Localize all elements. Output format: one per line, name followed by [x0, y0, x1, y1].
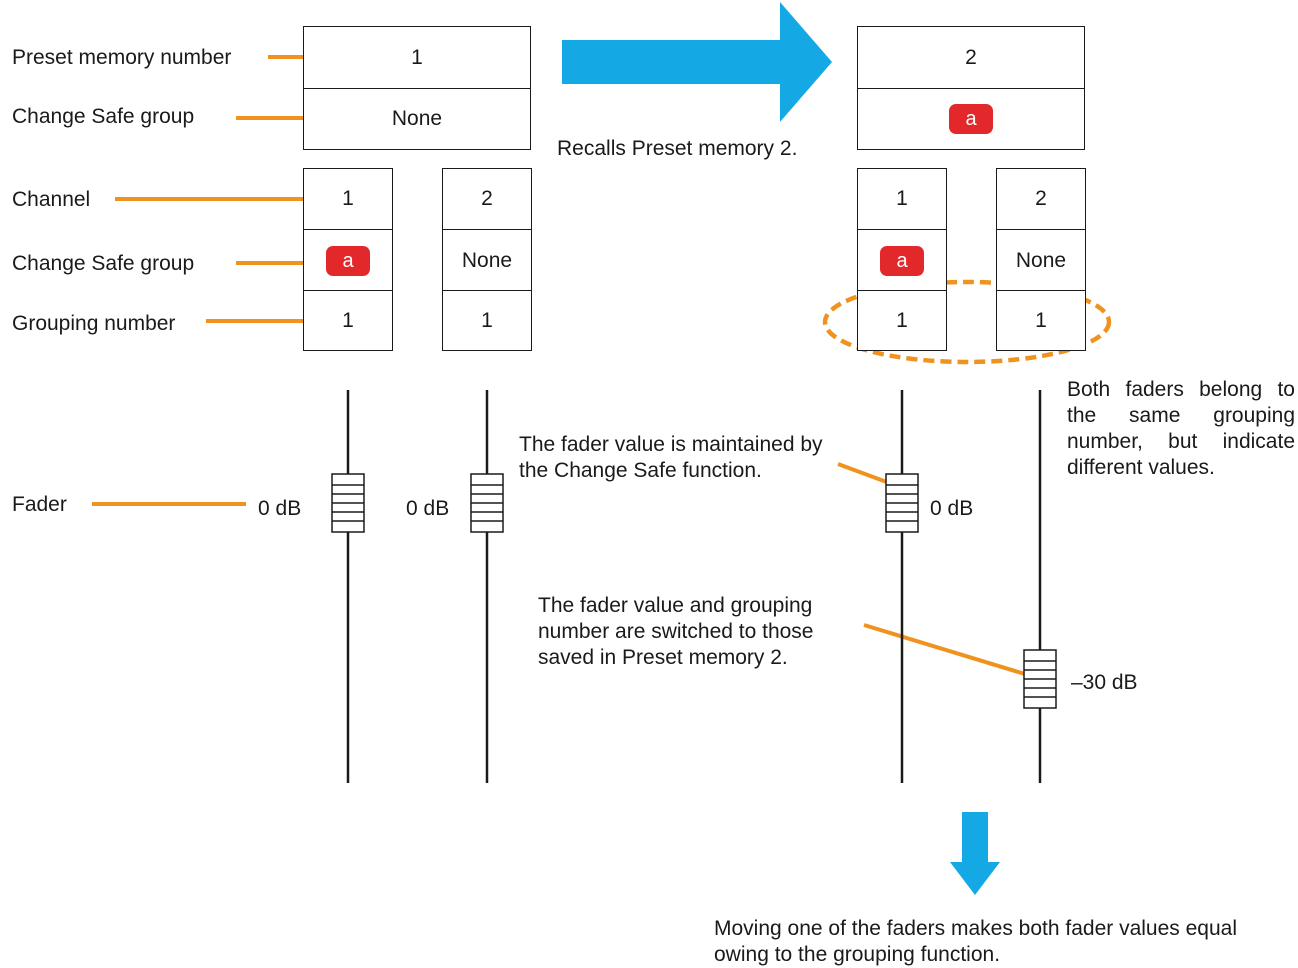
channel-number: 1: [858, 169, 946, 229]
label-grouping-number: Grouping number: [12, 312, 176, 335]
preset-change-safe-after: a: [858, 88, 1084, 149]
change-safe-value: None: [1015, 248, 1067, 272]
channel-number-value: 1: [896, 187, 908, 210]
leader-switched: [863, 623, 1029, 677]
annotation-switched: The fader value and grouping number are …: [538, 594, 814, 669]
fader-knob-after-2: [1023, 649, 1057, 709]
channel-number-value: 2: [1035, 187, 1047, 210]
label-change-safe-group: Change Safe group: [12, 105, 195, 128]
label-channel: Channel: [12, 188, 91, 211]
grouping-value: 1: [342, 308, 354, 332]
grouping-highlight-ellipse: [822, 279, 1112, 365]
channel-number: 2: [997, 169, 1085, 229]
fader-value-after-2: –30 dB: [1071, 671, 1138, 694]
leader-lines: [92, 55, 1029, 677]
fader-tracks: [346, 390, 1042, 783]
fader-knob-before-2: [470, 473, 504, 533]
preset-number-after: 2: [858, 27, 1084, 88]
channel-grouping: 1: [997, 290, 1085, 350]
label-change-safe-group-channel: Change Safe group: [12, 252, 195, 275]
fader-knob-after-1: [885, 473, 919, 533]
change-safe-badge: a: [880, 245, 924, 276]
label-preset-memory-number: Preset memory number: [12, 46, 232, 69]
preset-box-before: 1 None: [303, 26, 531, 150]
channel-change-safe: None: [443, 229, 531, 291]
fader-knob-before-1: [331, 473, 365, 533]
channel-change-safe: a: [858, 229, 946, 291]
channel-number-value: 2: [481, 187, 493, 210]
channel-change-safe: a: [304, 229, 392, 291]
channel-number: 2: [443, 169, 531, 229]
fader-value-after-1: 0 dB: [930, 497, 974, 520]
channel-box-before-2: 2 None 1: [442, 168, 532, 351]
grouping-value: 1: [481, 308, 493, 332]
fader-knobs: [331, 473, 1057, 709]
annotation-maintained: The fader value is maintained by the Cha…: [519, 433, 823, 482]
channel-number-value: 1: [342, 187, 354, 210]
preset-change-safe-value: None: [391, 107, 443, 130]
channel-number: 1: [304, 169, 392, 229]
change-safe-badge: a: [326, 245, 370, 276]
channel-box-after-2: 2 None 1: [996, 168, 1086, 351]
channel-grouping: 1: [858, 290, 946, 350]
fader-value-before-1: 0 dB: [258, 497, 302, 520]
preset-box-after: 2 a: [857, 26, 1085, 150]
fader-value-before-2: 0 dB: [406, 497, 450, 520]
grouping-value: 1: [1035, 308, 1047, 332]
preset-number-value: 2: [965, 45, 977, 69]
channel-grouping: 1: [443, 290, 531, 350]
annotation-recalls: Recalls Preset memory 2.: [557, 137, 798, 160]
label-fader: Fader: [12, 493, 67, 516]
change-safe-value: None: [461, 248, 513, 272]
grouping-value: 1: [896, 308, 908, 332]
arrow-right-icon: [562, 2, 832, 122]
channel-box-after-1: 1 a 1: [857, 168, 947, 351]
annotation-both-faders: Both faders belong to the same grouping …: [1067, 378, 1295, 479]
channel-change-safe: None: [997, 229, 1085, 291]
channel-grouping: 1: [304, 290, 392, 350]
channel-box-before-1: 1 a 1: [303, 168, 393, 351]
change-safe-badge: a: [949, 104, 993, 134]
arrow-down-icon: [950, 812, 1000, 895]
preset-change-safe-before: None: [304, 88, 530, 149]
preset-number-before: 1: [304, 27, 530, 88]
preset-number-value: 1: [411, 45, 423, 69]
annotation-moving: Moving one of the faders makes both fade…: [714, 917, 1237, 966]
